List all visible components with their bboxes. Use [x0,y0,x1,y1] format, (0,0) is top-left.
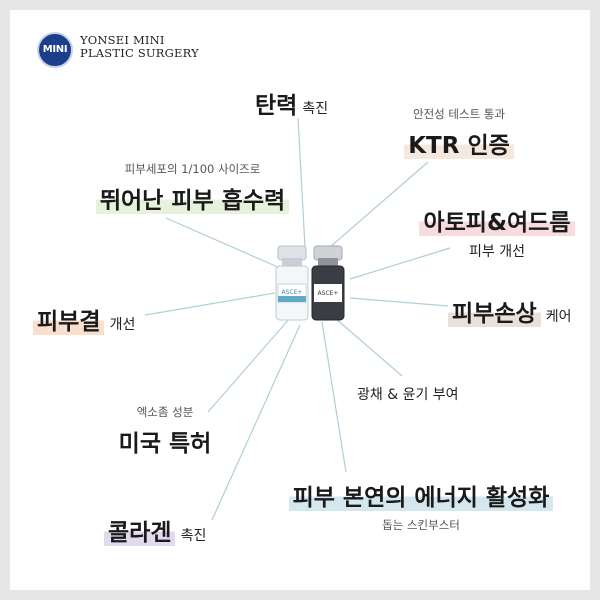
ray-texture [144,292,276,316]
elasticity-suffix: 촉진 [302,101,329,117]
atopy-highlight: 아토피&여드름 [419,210,575,236]
ray-atopy [349,247,451,280]
damage-highlight: 피부손상 [448,301,541,327]
ray-collagen [211,324,301,521]
ray-damage [349,297,449,307]
feature-patent: 엑소좀 성분 미국 특허 [110,404,220,458]
atopy-caption: 피부 개선 [469,244,525,260]
clinic-logo-text: YONSEI MINI PLASTIC SURGERY [80,34,199,60]
feature-elasticity: 탄력 촉진 [255,86,328,120]
ktr-highlight: KTR 인증 [404,133,514,159]
feature-absorption: 피부세포의 1/100 사이즈로 뛰어난 피부 흡수력 [85,161,300,215]
ktr-subtitle: 안전성 테스트 통과 [413,107,505,121]
feature-damage: 피부손상 케어 [448,294,572,328]
vial-right: ASCE+ [311,245,345,321]
absorption-highlight: 뛰어난 피부 흡수력 [95,188,290,214]
ray-ktr [321,161,429,255]
absorption-subtitle: 피부세포의 1/100 사이즈로 [124,162,261,176]
clinic-logo-badge: MINI [37,32,73,68]
energy-highlight: 피부 본연의 에너지 활성화 [288,485,554,511]
ray-patent [207,317,291,413]
vial-right-label: ASCE+ [318,290,339,297]
damage-suffix: 케어 [545,309,572,325]
collagen-suffix: 촉진 [180,528,207,544]
feature-energy: 피부 본연의 에너지 활성화 돕는 스킨부스터 [282,478,560,533]
elasticity-highlight: 탄력 [255,93,298,119]
ray-elasticity [297,117,306,248]
product-vials-image: ASCE+ ASCE+ [275,245,345,321]
feature-ktr: 안전성 테스트 통과 KTR 인증 [399,106,519,160]
clinic-name-line2: PLASTIC SURGERY [80,46,199,60]
clinic-name-line1: YONSEI MINI [80,33,165,47]
ray-energy [321,321,347,473]
ray-gloss [334,317,403,377]
patent-highlight: 미국 특허 [118,431,212,457]
ray-absorption [165,217,281,269]
vial-left: ASCE+ [275,245,309,321]
feature-gloss: 광채 & 윤기 부여 [357,387,459,403]
feature-collagen: 콜라겐 촉진 [104,513,206,547]
feature-texture: 피부결 개선 [33,302,135,336]
texture-suffix: 개선 [109,317,136,333]
collagen-highlight: 콜라겐 [104,520,176,546]
texture-highlight: 피부결 [33,309,105,335]
energy-caption: 돕는 스킨부스터 [382,518,460,532]
feature-atopy: 아토피&여드름 피부 개선 [416,203,578,261]
vial-left-label: ASCE+ [282,289,303,296]
patent-subtitle: 엑소좀 성분 [136,405,194,419]
